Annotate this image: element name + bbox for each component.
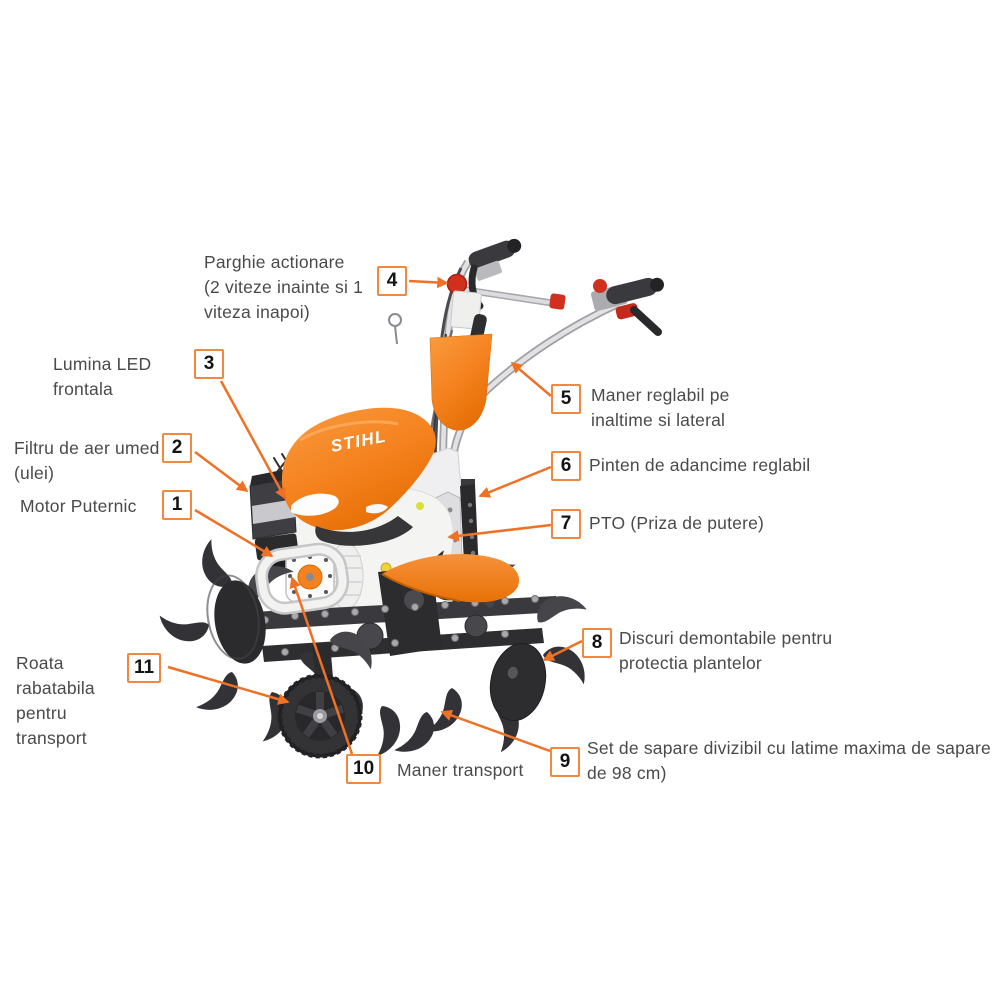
grip-left	[468, 238, 522, 281]
callout-box-6: 6	[551, 451, 581, 481]
callout-arrows	[167, 276, 583, 755]
recoil-starter	[285, 551, 335, 603]
callout-box-5: 5	[551, 384, 581, 414]
callout-label-3: Lumina LED frontala	[53, 354, 152, 399]
callout-box-10: 10	[346, 754, 382, 784]
arrow-8	[542, 639, 583, 662]
callout-label-9: Set de sapare divizibil cu latime maxima…	[587, 738, 991, 783]
callout-box-11: 11	[127, 653, 162, 683]
switch-red-right	[593, 279, 607, 293]
arrow-1	[194, 508, 274, 558]
protection-disc-right	[489, 642, 547, 722]
transport-wheel	[277, 643, 363, 759]
grip-right	[606, 277, 664, 305]
callout-label-10: Maner transport	[397, 760, 524, 780]
steering-column-cover	[429, 333, 493, 431]
callout-box-7: 7	[551, 509, 581, 539]
arrow-2	[194, 451, 249, 493]
hood: STIHL	[281, 407, 436, 546]
callout-box-3: 3	[194, 349, 224, 379]
callout-label-1: Motor Puternic	[20, 496, 137, 516]
arrow-10	[289, 576, 354, 755]
callout-label-4: Parghie actionare (2 viteze inainte si 1…	[204, 252, 364, 322]
callout-box-8: 8	[582, 628, 612, 658]
arrow-7	[447, 523, 552, 542]
tiller-illustration: STIHL	[157, 238, 664, 764]
transport-handle	[255, 542, 350, 615]
arrow-3	[219, 380, 287, 500]
fender	[381, 554, 520, 603]
arrow-4	[408, 276, 449, 289]
callout-label-11: Roata rabatabila pentru transport	[16, 653, 95, 748]
arrow-5	[510, 361, 552, 397]
callout-box-9: 9	[550, 747, 580, 777]
clamp-red-mid	[549, 293, 566, 310]
callout-label-5: Maner reglabil pe inaltime si lateral	[591, 385, 730, 430]
callout-box-1: 1	[162, 490, 192, 520]
led-light-strip	[291, 493, 339, 516]
callout-label-6: Pinten de adancime reglabil	[589, 455, 811, 475]
arrow-6	[478, 465, 552, 498]
callout-box-4: 4	[377, 266, 407, 296]
callout-label-2: Filtru de aer umed (ulei)	[14, 438, 160, 483]
arrow-9	[440, 709, 551, 753]
clutch-lever-right	[630, 306, 662, 336]
arrow-11	[167, 665, 290, 705]
callout-label-7: PTO (Priza de putere)	[589, 513, 765, 533]
protection-disc-left	[206, 574, 266, 664]
callout-label-8: Discuri demontabile pentru protectia pla…	[619, 628, 833, 673]
callout-box-2: 2	[162, 433, 192, 463]
